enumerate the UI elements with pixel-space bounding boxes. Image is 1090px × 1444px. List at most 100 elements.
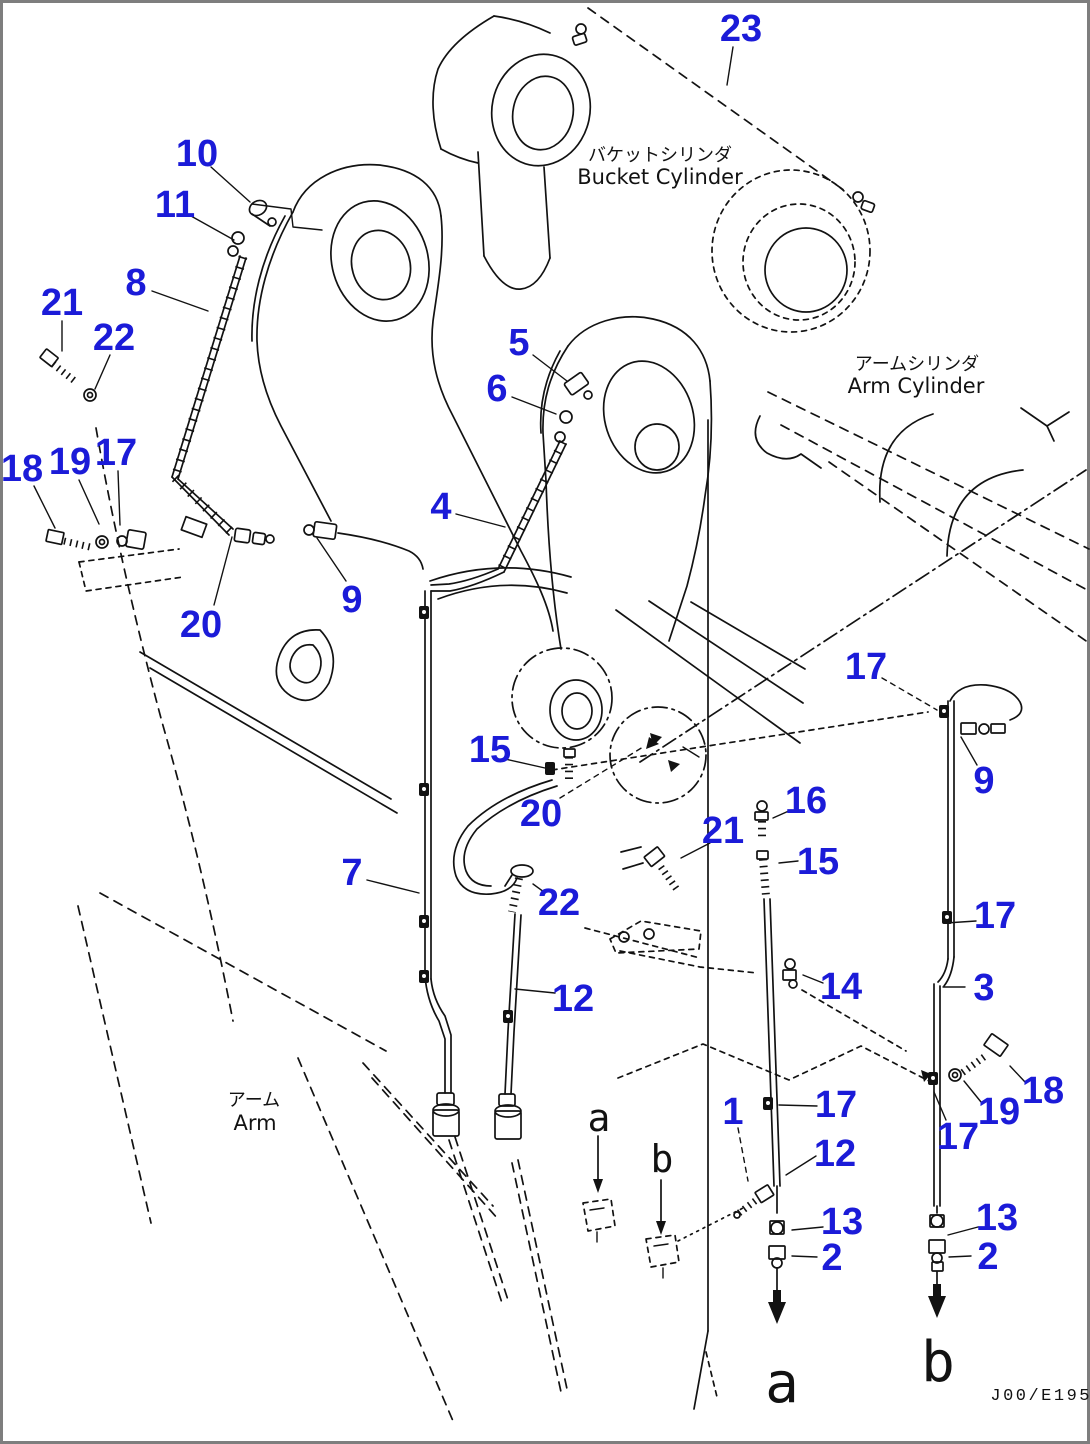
clamp-17-icon — [503, 1010, 513, 1023]
clamp-17-icon — [419, 783, 429, 796]
elbow-22-flange — [510, 864, 534, 878]
washer-19b — [948, 1068, 962, 1082]
tube-7-connector — [432, 1109, 460, 1137]
teardrop-hole — [275, 629, 335, 702]
connection-a-small: a — [588, 1096, 611, 1140]
callout-3: 3 — [973, 967, 994, 1009]
nut-6 — [559, 410, 573, 424]
callout-8: 8 — [125, 262, 146, 304]
nut-11 — [231, 231, 245, 245]
fitting-16 — [756, 800, 768, 812]
plug-1 — [754, 1184, 775, 1204]
connection-a-big: a — [765, 1351, 799, 1416]
callout-9b: 9 — [973, 760, 994, 802]
callout-17e: 17 — [937, 1116, 979, 1158]
clamp-17-icon — [928, 1072, 938, 1085]
callout-11: 11 — [155, 184, 195, 226]
connection-letters: a b a b — [588, 1096, 955, 1416]
elbow-fitting-10 — [248, 199, 268, 217]
clamp-17-icon — [763, 1097, 773, 1110]
fitting-2a — [768, 1245, 786, 1260]
bucket-cylinder-label-jp: バケットシリンダ — [588, 145, 732, 166]
drawing-code: J00/E195 — [990, 1387, 1090, 1406]
bolt-18b — [983, 1033, 1009, 1057]
clamps — [419, 606, 952, 1110]
callout-13a: 13 — [821, 1201, 863, 1243]
callout-13b: 13 — [976, 1197, 1018, 1239]
callout-7: 7 — [341, 852, 362, 894]
down-arrow-icon — [656, 1221, 666, 1235]
elbow-fitting-9 — [303, 524, 315, 536]
clamp-15-icon — [545, 762, 555, 775]
callout-1: 1 — [722, 1091, 743, 1133]
callout-17c: 17 — [974, 895, 1016, 937]
clamp-17-icon — [419, 970, 429, 983]
hose-loop-tube-12-art — [452, 748, 576, 1393]
bucket-cylinder-label-en: Bucket Cylinder — [577, 165, 743, 189]
bolt-18 — [45, 528, 65, 546]
callout-12b: 12 — [814, 1133, 856, 1175]
plug-and-connection-points-art — [582, 1135, 775, 1279]
clamp-17-icon — [939, 705, 949, 718]
valve-and-fittings-art — [551, 711, 1009, 1082]
clamp-17-icon — [419, 606, 429, 619]
arm-label-en: Arm — [233, 1111, 276, 1135]
plate-clamp — [180, 515, 208, 539]
tube-8-assembly-art — [39, 199, 424, 570]
bucket-link-plates-art — [251, 163, 713, 650]
callout-15b: 15 — [797, 841, 839, 883]
callout-18: 18 — [1, 448, 43, 490]
callout-16: 16 — [785, 780, 827, 822]
tube-12-connector — [494, 1110, 522, 1140]
flow-arrow-b — [928, 1284, 946, 1318]
arm-structure-art — [77, 419, 718, 1422]
callout-20b: 20 — [520, 793, 562, 835]
callout-22b: 22 — [538, 882, 580, 924]
callout-20: 20 — [180, 604, 222, 646]
elbow-9b — [960, 722, 977, 735]
callout-19: 19 — [49, 441, 91, 483]
text-annotations: バケットシリンダ Bucket Cylinder アームシリンダ Arm Cyl… — [228, 145, 1090, 1406]
bolt-21 — [39, 348, 59, 368]
washer-19 — [95, 535, 109, 549]
leader-lines — [33, 46, 1026, 1258]
callout-21b: 21 — [702, 810, 744, 852]
callout-17: 17 — [95, 432, 137, 474]
callout-9: 9 — [341, 579, 362, 621]
callout-18b: 18 — [1022, 1070, 1064, 1112]
callout-19b: 19 — [978, 1091, 1020, 1133]
callout-15: 15 — [469, 729, 511, 771]
arm-cylinder-label-jp: アームシリンダ — [855, 354, 979, 375]
callout-14: 14 — [820, 966, 862, 1008]
flow-arrow-a — [768, 1290, 786, 1324]
connection-b-big: b — [921, 1330, 955, 1395]
clamp-17-icon — [942, 911, 952, 924]
grease-fitting-icon — [852, 191, 864, 203]
callout-10: 10 — [176, 133, 218, 175]
fitting-14 — [784, 958, 796, 970]
callout-labels: 23 10 11 8 21 22 5 6 18 19 17 4 20 9 15 … — [1, 8, 1064, 1279]
elbow-fitting-5 — [563, 371, 590, 396]
callout-17b: 17 — [845, 646, 887, 688]
down-arrow-icon — [593, 1179, 603, 1193]
callout-2b: 2 — [977, 1236, 998, 1278]
bolt-21b — [643, 846, 666, 868]
washer-22 — [83, 388, 97, 402]
callout-4: 4 — [430, 486, 451, 528]
bucket-cylinder-art — [432, 7, 876, 333]
arm-label-jp: アーム — [228, 1090, 280, 1111]
callout-17d: 17 — [815, 1084, 857, 1126]
callout-2a: 2 — [821, 1237, 842, 1279]
grease-fitting-icon — [575, 23, 587, 35]
callout-12: 12 — [552, 978, 594, 1020]
callout-6: 6 — [486, 368, 507, 410]
arm-cylinder-art — [615, 391, 1090, 763]
clamp-17-icon — [419, 915, 429, 928]
callout-22: 22 — [93, 317, 135, 359]
tube-12b-art — [763, 898, 786, 1324]
callout-21: 21 — [41, 282, 83, 324]
tube-4-7-assembly-art — [424, 371, 593, 1304]
